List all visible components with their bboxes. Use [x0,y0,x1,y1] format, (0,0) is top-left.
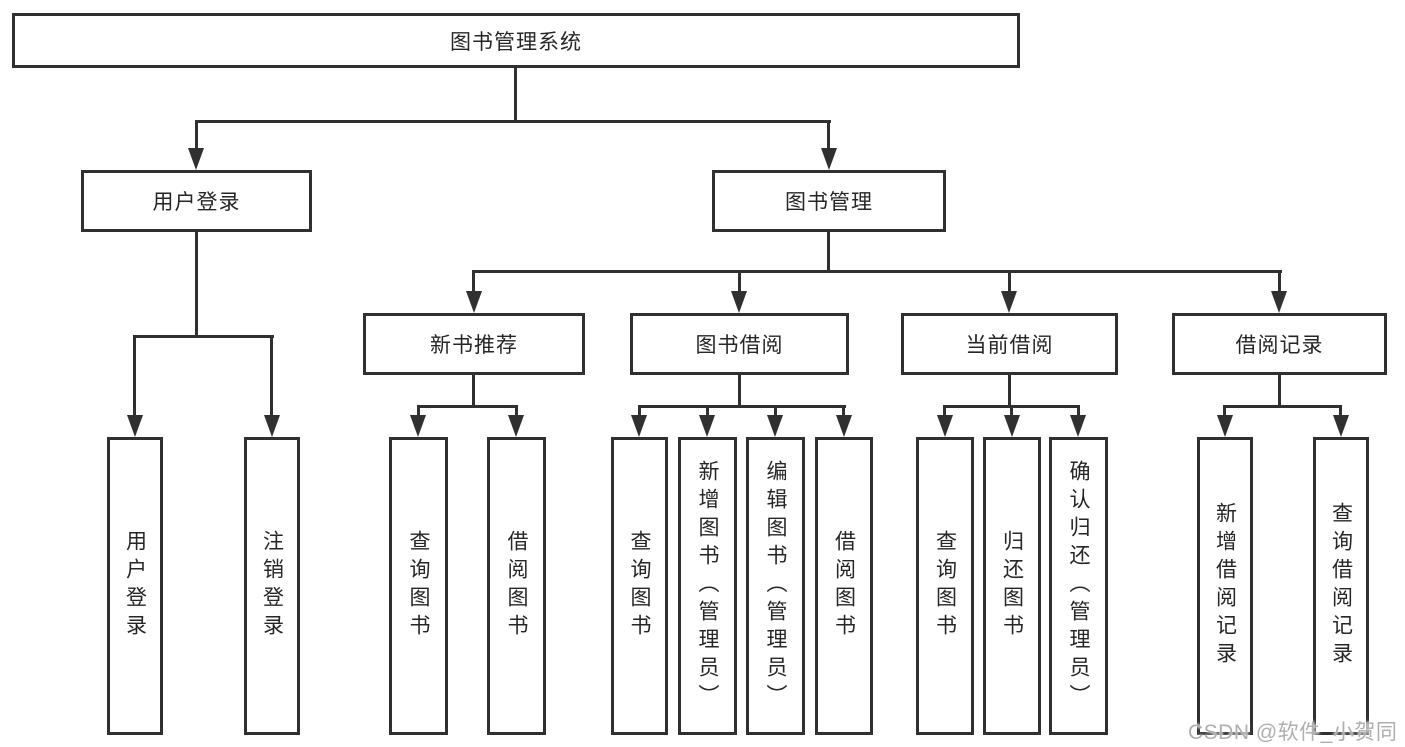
node-br-add: 新增借阅记录 [1197,437,1253,735]
watermark: CSDN @软件_小贺同学 [1188,721,1398,744]
node-user-login: 用户登录 [81,170,312,232]
arrowhead [264,415,280,437]
connector-segment [515,405,518,418]
node-new-book-rec: 新书推荐 [363,313,585,375]
arrowhead [466,291,482,313]
node-root: 图书管理系统 [12,13,1020,68]
node-br-query: 查询借阅记录 [1313,437,1369,735]
node-nbr-borrow: 借阅图书 [487,437,546,735]
arrowhead [821,148,837,170]
connector-segment [1278,375,1281,408]
node-nbr-query: 查询图书 [389,437,448,735]
connector-segment [638,405,641,418]
connector-segment [1223,405,1226,418]
arrowhead [1004,415,1020,437]
connector-segment [1278,270,1281,293]
node-bb-add: 新增图书（管理员） [678,437,737,735]
arrowhead [631,415,647,437]
arrowhead [1271,291,1287,313]
connector-segment [133,335,136,417]
connector-segment [738,375,741,408]
connector-segment [472,375,475,408]
arrowhead [188,148,204,170]
node-book-borrow: 图书借阅 [630,313,849,375]
node-login: 用户登录 [107,437,163,735]
connector-segment [1077,405,1080,418]
arrowhead [731,291,747,313]
connector-segment [774,405,777,418]
node-book-mgmt: 图书管理 [712,170,946,232]
connector-segment [514,68,517,123]
node-bb-query: 查询图书 [611,437,668,735]
connector-segment [472,270,475,293]
connector-segment [827,120,830,150]
node-current-borrow: 当前借阅 [901,313,1118,375]
connector-segment [270,335,273,417]
connector-segment [417,405,420,418]
node-logout: 注销登录 [244,437,300,735]
connector-segment [943,405,946,418]
arrowhead [699,415,715,437]
arrowhead [127,415,143,437]
connector-segment [1010,405,1013,418]
connector-segment [195,120,831,123]
connector-segment [1223,405,1342,408]
connector-segment [1339,405,1342,418]
node-cb-return: 归还图书 [983,437,1041,735]
connector-segment [417,405,518,408]
node-bb-edit: 编辑图书（管理员） [746,437,805,735]
arrowhead [1001,291,1017,313]
connector-segment [706,405,709,418]
arrowhead [1333,415,1349,437]
connector-segment [195,232,198,338]
connector-segment [738,270,741,293]
arrowhead [937,415,953,437]
connector-segment [472,270,1282,273]
connector-segment [827,232,830,272]
arrowhead [1217,415,1233,437]
connector-segment [842,405,845,418]
connector-segment [1008,375,1011,408]
connector-segment [133,335,274,338]
connector-segment [195,120,198,150]
connector-segment [638,405,846,408]
node-cb-query: 查询图书 [916,437,974,735]
arrowhead [767,415,783,437]
node-borrow-record: 借阅记录 [1172,313,1387,375]
node-bb-borrow: 借阅图书 [815,437,873,735]
arrowhead [836,415,852,437]
arrowhead [508,415,524,437]
connector-segment [1008,270,1011,293]
arrowhead [1070,415,1086,437]
arrowhead [410,415,426,437]
node-cb-confirm: 确认归还（管理员） [1049,437,1108,735]
